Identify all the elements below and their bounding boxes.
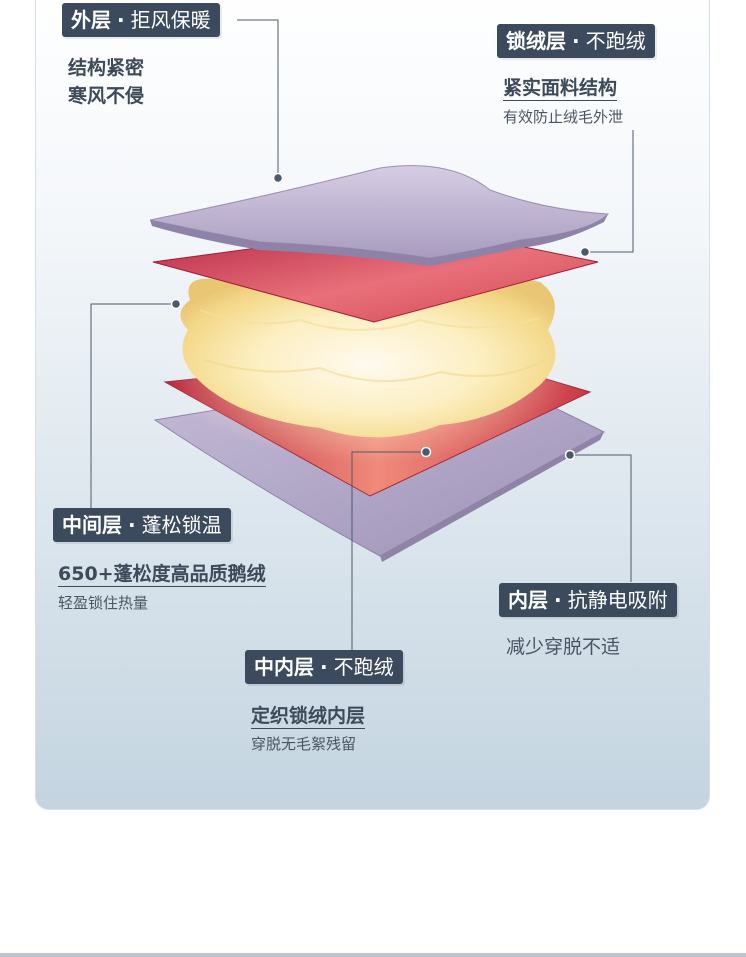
lock-layer-headline: 紧实面料结构 — [503, 77, 618, 101]
inner-layer-desc: 减少穿脱不适 — [506, 636, 621, 658]
mid-inner-layer-badge: 中内层·不跑绒 — [245, 650, 403, 684]
mid-inner-layer-headline: 定织锁绒内层 — [251, 705, 366, 729]
inner-leader-line — [570, 454, 632, 582]
outer-leader-dot — [272, 172, 284, 184]
mid-inner-leader-line — [351, 451, 426, 650]
inner-layer-badge: 内层·抗静电吸附 — [499, 583, 677, 617]
inner-leader-dot — [564, 449, 576, 461]
outer-layer-badge: 外层·拒风保暖 — [62, 3, 220, 37]
lock-leader-line — [585, 130, 634, 253]
lock-layer-feature: 不跑绒 — [585, 29, 646, 53]
mid-inner-layer-feature: 不跑绒 — [333, 655, 394, 679]
middle-leader-dot — [170, 298, 182, 310]
lock-layer-badge: 锁绒层·不跑绒 — [497, 24, 655, 58]
badge-separator: · — [554, 588, 562, 612]
outer-leader-line — [237, 19, 279, 178]
middle-leader-line — [90, 303, 176, 508]
middle-layer-title: 中间层 — [62, 513, 122, 537]
lock-layer-desc: 有效防止绒毛外泄 — [503, 108, 624, 126]
badge-separator: · — [572, 29, 580, 53]
middle-layer-headline: 650+蓬松度高品质鹅绒 — [58, 563, 266, 587]
lock-leader-dot — [579, 246, 591, 258]
inner-layer-feature: 抗静电吸附 — [567, 588, 668, 612]
badge-separator: · — [117, 8, 125, 32]
bottom-divider — [0, 953, 746, 957]
outer-layer-feature: 拒风保暖 — [130, 8, 211, 32]
badge-separator: · — [128, 513, 136, 537]
middle-layer-desc: 轻盈锁住热量 — [58, 594, 149, 612]
mid-inner-leader-dot — [420, 446, 432, 458]
outer-line-1: 结构紧密 — [68, 57, 145, 79]
outer-line-2: 寒风不侵 — [68, 85, 145, 107]
mid-inner-layer-title: 中内层 — [254, 655, 314, 679]
inner-layer-title: 内层 — [508, 588, 548, 612]
middle-layer-badge: 中间层·蓬松锁温 — [53, 508, 231, 542]
lock-layer-title: 锁绒层 — [506, 29, 566, 53]
middle-layer-feature: 蓬松锁温 — [141, 513, 222, 537]
outer-layer-title: 外层 — [71, 8, 111, 32]
down-fill-layer — [180, 273, 556, 438]
mid-inner-layer-desc: 穿脱无毛絮残留 — [251, 735, 357, 753]
badge-separator: · — [320, 655, 328, 679]
